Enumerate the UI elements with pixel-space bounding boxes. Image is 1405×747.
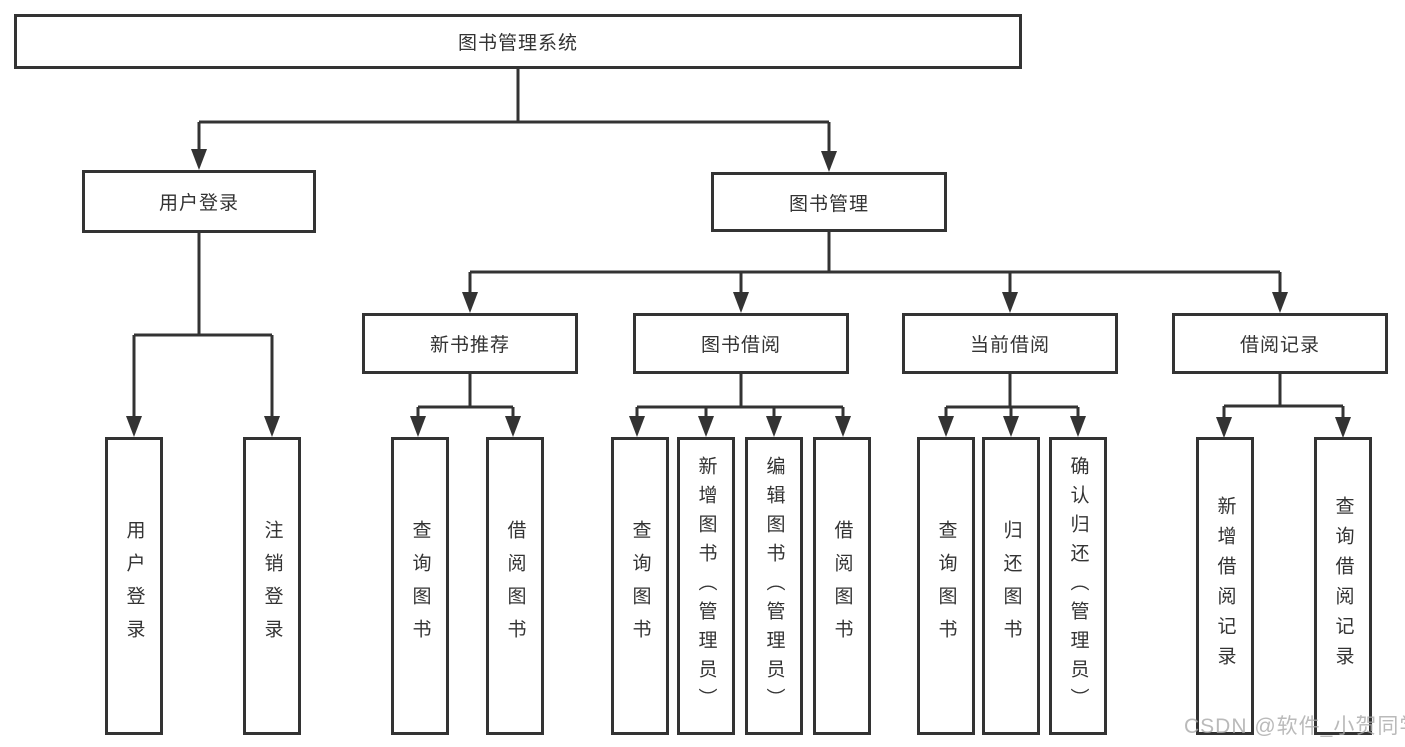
leaf-cb-confirm-return-admin-label: 确认归还（管理员） bbox=[1067, 455, 1089, 717]
node-book-borrowing: 图书借阅 bbox=[633, 313, 849, 374]
leaf-bb-borrow-books: 借阅图书 bbox=[813, 437, 871, 735]
leaf-nbr-borrow-books: 借阅图书 bbox=[486, 437, 544, 735]
leaf-cb-query-books-label: 查询图书 bbox=[935, 520, 957, 652]
leaf-logout: 注销登录 bbox=[243, 437, 301, 735]
leaf-bb-query-books: 查询图书 bbox=[611, 437, 669, 735]
leaf-cb-return-books: 归还图书 bbox=[982, 437, 1040, 735]
leaf-bb-query-books-label: 查询图书 bbox=[629, 520, 651, 652]
node-user-login: 用户登录 bbox=[82, 170, 316, 233]
node-borrowing-records-label: 借阅记录 bbox=[1239, 335, 1320, 356]
leaf-user-login: 用户登录 bbox=[105, 437, 163, 735]
leaf-bb-add-books-admin-label: 新增图书（管理员） bbox=[695, 455, 717, 717]
node-current-borrowing-label: 当前借阅 bbox=[969, 335, 1050, 356]
leaf-br-add-record-label: 新增借阅记录 bbox=[1214, 496, 1236, 676]
leaf-nbr-query-books: 查询图书 bbox=[391, 437, 449, 735]
leaf-cb-confirm-return-admin: 确认归还（管理员） bbox=[1049, 437, 1107, 735]
leaf-br-query-record: 查询借阅记录 bbox=[1314, 437, 1372, 735]
leaf-bb-edit-books-admin: 编辑图书（管理员） bbox=[745, 437, 803, 735]
node-borrowing-records: 借阅记录 bbox=[1172, 313, 1388, 374]
leaf-bb-edit-books-admin-label: 编辑图书（管理员） bbox=[763, 455, 785, 717]
node-book-management-label: 图书管理 bbox=[788, 193, 869, 215]
leaf-br-add-record: 新增借阅记录 bbox=[1196, 437, 1254, 735]
node-library-system: 图书管理系统 bbox=[14, 14, 1022, 69]
leaf-user-login-label: 用户登录 bbox=[123, 520, 145, 652]
node-current-borrowing: 当前借阅 bbox=[902, 313, 1118, 374]
arrowheads bbox=[126, 149, 1351, 438]
leaf-br-query-record-label: 查询借阅记录 bbox=[1332, 496, 1354, 676]
leaf-nbr-query-books-label: 查询图书 bbox=[409, 520, 431, 652]
leaf-cb-query-books: 查询图书 bbox=[917, 437, 975, 735]
leaf-nbr-borrow-books-label: 借阅图书 bbox=[504, 520, 526, 652]
leaf-logout-label: 注销登录 bbox=[261, 520, 283, 652]
node-new-book-recommend: 新书推荐 bbox=[362, 313, 578, 374]
leaf-bb-borrow-books-label: 借阅图书 bbox=[831, 520, 853, 652]
node-library-system-label: 图书管理系统 bbox=[457, 33, 578, 54]
leaf-cb-return-books-label: 归还图书 bbox=[1000, 520, 1022, 652]
node-user-login-label: 用户登录 bbox=[158, 193, 239, 214]
leaf-bb-add-books-admin: 新增图书（管理员） bbox=[677, 437, 735, 735]
node-book-management: 图书管理 bbox=[711, 172, 947, 232]
node-new-book-recommend-label: 新书推荐 bbox=[429, 335, 510, 356]
csdn-watermark: CSDN @软件_小贺同学 bbox=[1184, 715, 1405, 738]
node-book-borrowing-label: 图书借阅 bbox=[700, 335, 781, 356]
